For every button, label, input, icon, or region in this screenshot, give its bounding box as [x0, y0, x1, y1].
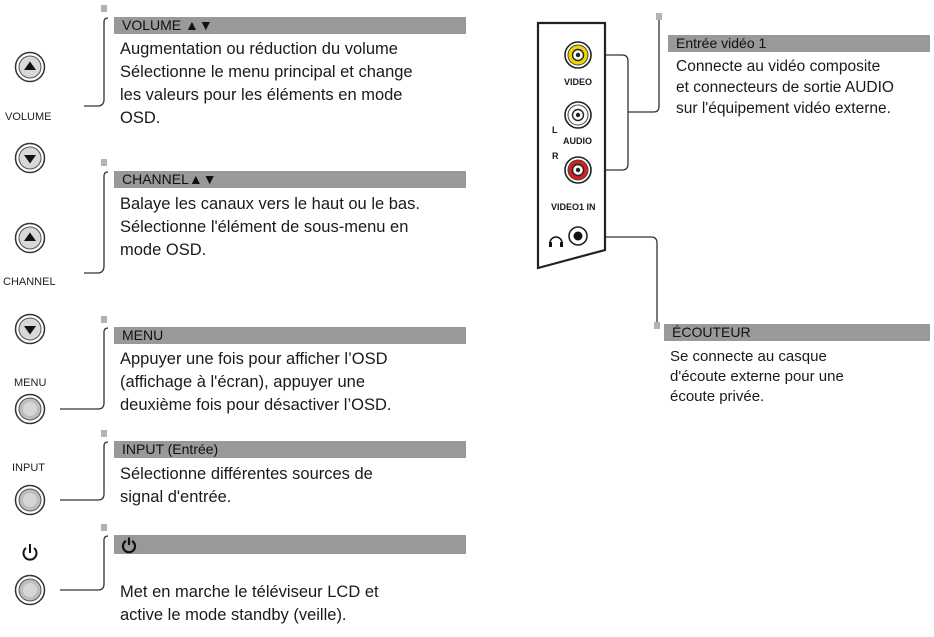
triangle-up-icon	[24, 232, 36, 241]
power-title	[114, 535, 466, 554]
menu-title: MENU	[114, 327, 466, 344]
volume-title: VOLUME ▲▼	[114, 17, 466, 34]
channel-line: Balaye les canaux vers le haut ou le bas…	[120, 195, 420, 213]
input-bracket	[60, 441, 109, 501]
headphone-title: ÉCOUTEUR	[664, 324, 930, 341]
input-line: Sélectionne différentes sources de	[120, 465, 373, 483]
channel-bracket	[84, 171, 109, 274]
audio-right-jack[interactable]	[564, 156, 592, 184]
video-input-description: Connecte au vidéo composite et connecteu…	[676, 56, 894, 119]
video-input-line: sur l'équipement vidéo externe.	[676, 100, 891, 117]
channel-title: CHANNEL▲▼	[114, 171, 466, 188]
headphone-icon	[549, 236, 563, 247]
video-input-marker	[656, 13, 662, 20]
video-input-bracket	[628, 16, 660, 113]
video-jack-label: VIDEO	[564, 77, 593, 87]
channel-description: Balaye les canaux vers le haut ou le bas…	[120, 193, 420, 262]
volume-bracket	[84, 17, 109, 107]
headphone-marker	[654, 322, 660, 329]
menu-marker	[101, 316, 107, 323]
video-input-line: Connecte au vidéo composite	[676, 58, 881, 75]
power-description: Met en marche le téléviseur LCD et activ…	[120, 581, 379, 627]
volume-down-button[interactable]	[14, 142, 46, 174]
volume-line: les valeurs pour les éléments en mode	[120, 86, 403, 104]
headphone-bracket	[603, 236, 658, 322]
channel-label: CHANNEL	[3, 276, 56, 288]
power-icon	[22, 544, 38, 561]
volume-line: Augmentation ou réduction du volume	[120, 40, 398, 58]
power-line: active le mode standby (veille).	[120, 606, 347, 624]
channel-up-button[interactable]	[14, 222, 46, 254]
menu-button[interactable]	[14, 393, 46, 425]
volume-line: OSD.	[120, 109, 161, 127]
headphone-jack[interactable]	[568, 226, 588, 246]
volume-up-button[interactable]	[14, 51, 46, 83]
volume-description: Augmentation ou réduction du volume Séle…	[120, 38, 413, 130]
power-icon	[121, 537, 137, 554]
power-bracket	[60, 535, 109, 591]
video-input-line: et connecteurs de sortie AUDIO	[676, 79, 894, 96]
volume-line: Sélectionne le menu principal et change	[120, 63, 413, 81]
headphone-line: écoute privée.	[670, 388, 765, 405]
headphone-description: Se connecte au casque d'écoute externe p…	[670, 347, 844, 407]
input-button[interactable]	[14, 484, 46, 516]
input-title: INPUT (Entrée)	[114, 441, 466, 458]
channel-line: mode OSD.	[120, 241, 207, 259]
audio-left-jack[interactable]	[564, 101, 592, 129]
power-button[interactable]	[14, 574, 46, 606]
menu-bracket	[60, 327, 109, 410]
menu-description: Appuyer une fois pour afficher l’OSD (af…	[120, 348, 391, 417]
menu-line: (affichage à l'écran), appuyer une	[120, 373, 366, 391]
menu-label: MENU	[14, 377, 47, 389]
input-description: Sélectionne différentes sources de signa…	[120, 463, 373, 509]
headphone-line: d'écoute externe pour une	[670, 368, 844, 385]
triangle-down-icon	[24, 155, 36, 164]
headphone-line: Se connecte au casque	[670, 348, 827, 365]
input-marker	[101, 430, 107, 437]
connector-panel	[536, 21, 607, 270]
video-jack[interactable]	[564, 41, 592, 69]
triangle-up-icon	[24, 61, 36, 70]
input-line: signal d'entrée.	[120, 488, 232, 506]
channel-down-button[interactable]	[14, 313, 46, 345]
volume-label: VOLUME	[5, 111, 52, 123]
input-label: INPUT	[12, 462, 45, 474]
power-marker	[101, 524, 107, 531]
volume-marker	[101, 5, 107, 12]
left-channel-label: L	[552, 125, 558, 135]
audio-label: AUDIO	[563, 136, 592, 146]
right-channel-label: R	[552, 151, 559, 161]
channel-line: Sélectionne l'élément de sous-menu en	[120, 218, 409, 236]
menu-line: Appuyer une fois pour afficher l’OSD	[120, 350, 388, 368]
video1-in-label: VIDEO1 IN	[551, 202, 596, 212]
power-line: Met en marche le téléviseur LCD et	[120, 583, 379, 601]
triangle-down-icon	[24, 326, 36, 335]
menu-line: deuxième fois pour désactiver l’OSD.	[120, 396, 392, 414]
channel-marker	[101, 159, 107, 166]
video-input-title: Entrée vidéo 1	[668, 35, 930, 52]
